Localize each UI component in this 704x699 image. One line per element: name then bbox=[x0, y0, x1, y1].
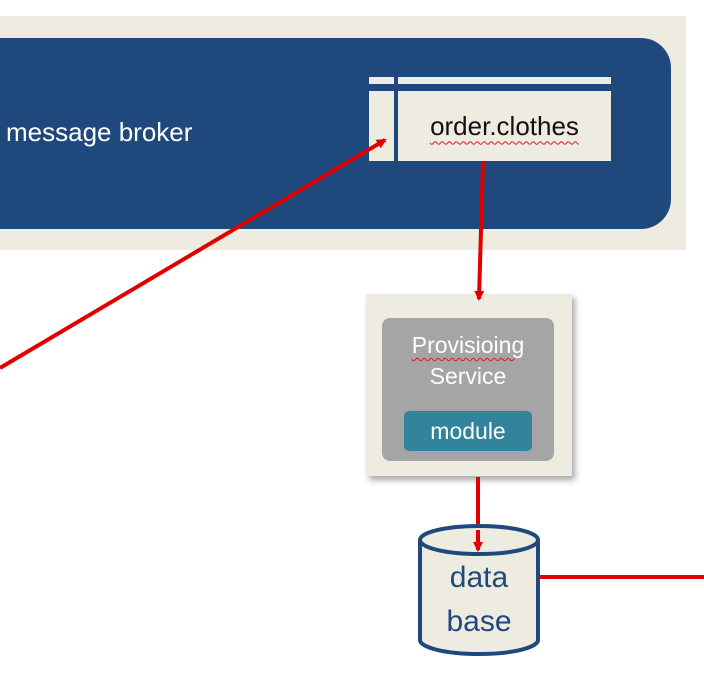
module-box[interactable]: module bbox=[404, 411, 532, 451]
database-label-line1: data bbox=[449, 561, 509, 594]
queue-slot-right-top bbox=[398, 77, 611, 84]
queue-order-clothes[interactable]: order.clothes bbox=[398, 91, 611, 161]
database-cylinder bbox=[418, 524, 540, 656]
incoming-arrow bbox=[0, 138, 387, 370]
service-name-line2: Service bbox=[429, 363, 507, 389]
provisioning-service-name: Provisioing Service bbox=[382, 330, 554, 392]
queue-slot-left-top bbox=[369, 77, 394, 84]
database-label[interactable]: data base bbox=[420, 556, 538, 644]
message-broker-label: message broker bbox=[6, 117, 193, 147]
service-name-line1: Provisioing bbox=[411, 332, 525, 358]
queue-to-service-arrow bbox=[474, 160, 485, 301]
queue-label: order.clothes bbox=[430, 110, 579, 141]
queue-slot-left bbox=[369, 91, 394, 161]
database-label-line2: base bbox=[446, 605, 512, 638]
